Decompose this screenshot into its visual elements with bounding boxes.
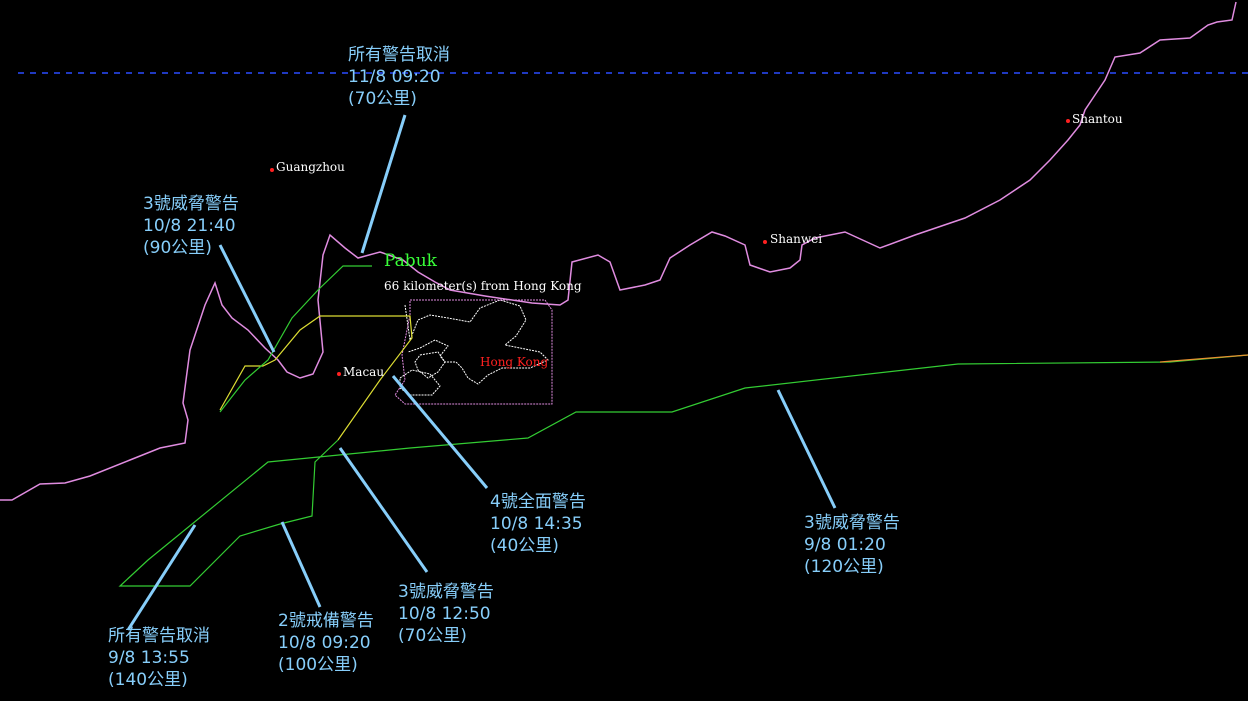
city-label-guangzhou: Guangzhou [276,160,345,174]
signal-distance: (90公里) [143,238,212,258]
signal-title: 所有警告取消 [108,626,210,646]
signal-callout-1: 所有警告取消 11/8 09:20 (70公里) [348,44,450,110]
signal-callout-7: 所有警告取消 9/8 13:55 (140公里) [108,625,210,691]
coastline [0,1,1237,501]
signal-callout-4: 3號威脅警告 9/8 01:20 (120公里) [804,512,900,578]
signal-distance: (120公里) [804,557,884,577]
signal-time: 10/8 14:35 [490,514,583,534]
storm-name: Pabuk [384,251,437,271]
hk-island-outline [414,351,446,379]
hk-land-outline [404,299,549,385]
city-label-shantou: Shantou [1072,112,1123,126]
city-label-macau: Macau [343,365,385,379]
signal-time: 9/8 13:55 [108,648,190,668]
signal-callout-2: 3號威脅警告 10/8 21:40 (90公里) [143,193,239,259]
track-orange [1159,354,1248,363]
city-label-shanwei: Shanwei [770,232,823,246]
signal-distance: (140公里) [108,670,188,690]
signal-time: 10/8 09:20 [278,633,371,653]
signal-distance: (100公里) [278,655,358,675]
lantau-outline [399,369,441,396]
callout-line-7 [126,524,197,631]
shantou-marker [1066,119,1070,123]
signal-time: 9/8 01:20 [804,535,886,555]
storm-distance: 66 kilometer(s) from Hong Kong [384,279,582,293]
callout-line-4 [776,389,837,509]
signal-callout-5: 3號威脅警告 10/8 12:50 (70公里) [398,581,494,647]
signal-callout-6: 2號戒備警告 10/8 09:20 (100公里) [278,610,374,676]
guangzhou-marker [270,168,274,172]
shanwei-marker [763,240,767,244]
signal-distance: (70公里) [398,626,467,646]
track-green-inland [219,265,372,413]
callout-line-2 [218,244,276,353]
city-label-hong-kong: Hong Kong [480,355,549,369]
signal-title: 3號威脅警告 [398,582,494,602]
hk-boundary [394,299,553,405]
track-green-approach [118,354,1248,587]
signal-title: 4號全面警告 [490,492,586,512]
callout-line-6 [280,521,322,608]
signal-time: 10/8 21:40 [143,216,236,236]
signal-distance: (70公里) [348,89,417,109]
macau-marker [337,372,341,376]
callout-line-3 [391,375,489,489]
signal-time: 10/8 12:50 [398,604,491,624]
signal-distance: (40公里) [490,536,559,556]
signal-title: 2號戒備警告 [278,611,374,631]
signal-callout-3: 4號全面警告 10/8 14:35 (40公里) [490,491,586,557]
track-yellow [219,315,413,441]
signal-title: 3號威脅警告 [143,194,239,214]
signal-title: 所有警告取消 [348,45,450,65]
signal-time: 11/8 09:20 [348,67,441,87]
callout-line-5 [338,447,429,573]
callout-line-1 [360,114,407,254]
signal-title: 3號威脅警告 [804,513,900,533]
